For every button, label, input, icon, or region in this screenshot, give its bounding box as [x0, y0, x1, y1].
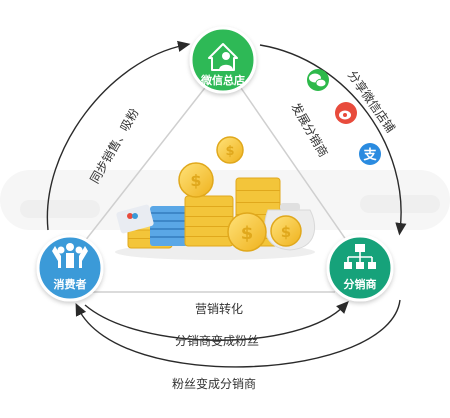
edge-label-right-outer: 分享微信店铺	[345, 68, 399, 136]
edge-label-right-inner: 发展分销商	[288, 100, 331, 159]
svg-text:$: $	[190, 171, 201, 190]
node-label-right: 分销商	[344, 277, 377, 291]
weibo-icon	[335, 102, 357, 124]
edge-label-bottom-middle: 分销商变成粉丝	[175, 333, 259, 348]
people-cheering-icon	[52, 243, 88, 268]
inner-triangle	[69, 74, 361, 293]
outer-cycle-arrows	[46, 40, 407, 368]
big-coins: $ $ $ $	[178, 136, 302, 252]
arrow-left-arc	[46, 40, 191, 231]
house-person-icon	[208, 43, 238, 71]
edge-label-bottom-outer: 粉丝变成分销商	[172, 376, 256, 391]
svg-text:$: $	[225, 144, 234, 159]
node-weixin-store[interactable]	[189, 26, 257, 94]
arrow-right-arc	[259, 44, 407, 236]
alipay-icon: 支	[359, 143, 381, 165]
arrow-bottom-outer	[75, 299, 401, 368]
svg-text:$: $	[241, 223, 254, 244]
card-stack	[116, 204, 188, 246]
arrow-bottom-inner	[84, 300, 349, 341]
edge-label-bottom-inner: 营销转化	[195, 301, 243, 316]
node-label-top: 微信总店	[200, 73, 245, 87]
wechat-icon	[307, 69, 329, 91]
node-label-left: 消费者	[54, 277, 87, 291]
coins-illustration: $ $ $ $	[115, 136, 316, 260]
hierarchy-icon	[344, 244, 376, 269]
svg-text:$: $	[281, 223, 291, 241]
svg-text:支: 支	[362, 147, 377, 163]
coin-stack-middle	[184, 195, 234, 247]
